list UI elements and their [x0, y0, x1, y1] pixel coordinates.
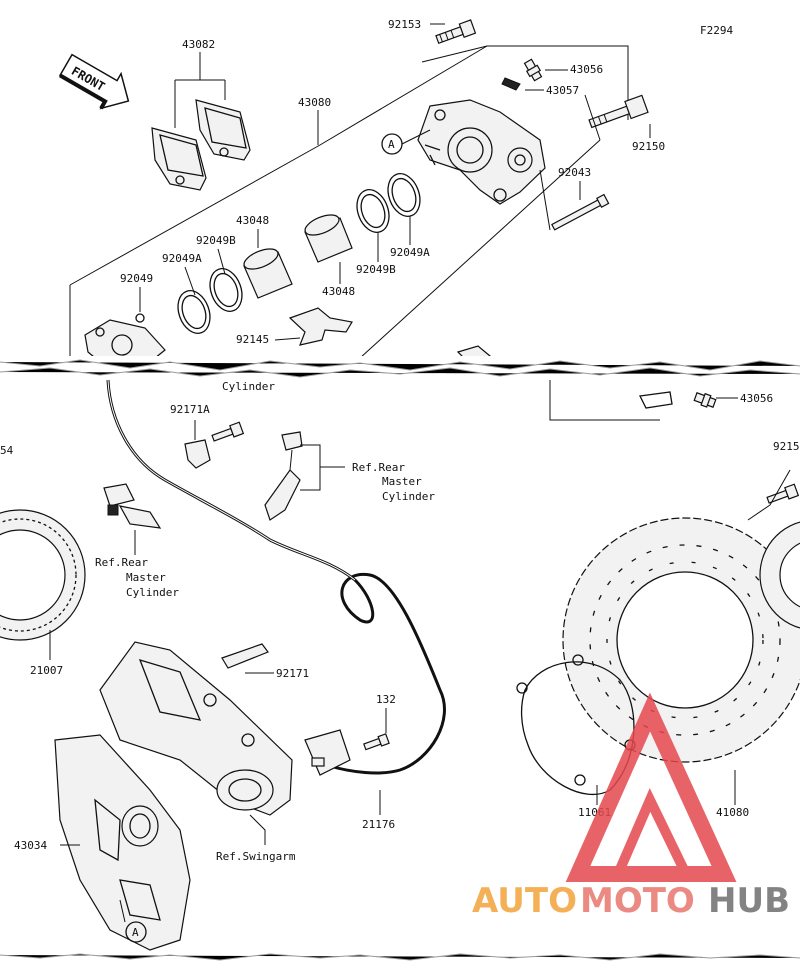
- abs-sensor-ring-icon: [0, 509, 86, 641]
- watermark-moto: MOTO: [580, 881, 695, 921]
- label-21007: 21007: [30, 664, 63, 677]
- label-41080: 41080: [716, 806, 749, 819]
- scan-noise-band: [0, 356, 800, 380]
- label-92145: 92145: [236, 333, 269, 346]
- label-92171a: 92171A: [170, 403, 210, 416]
- label-92150: 92150: [632, 140, 665, 153]
- callout-a-bottom: [125, 921, 147, 943]
- watermark-hub: HUB: [708, 881, 790, 921]
- label-43048-left: 43048: [236, 214, 269, 227]
- master-cylinder-bracket-icon: [264, 431, 303, 521]
- bolt-icon: [435, 19, 477, 45]
- bleed-valve-icon: [523, 58, 543, 82]
- caliper-fragment-icon: [639, 391, 673, 409]
- washer-icon: [135, 313, 145, 323]
- label-92171: 92171: [276, 667, 309, 680]
- front-arrow-icon: FRONT: [58, 53, 130, 110]
- piston-icon: [304, 214, 353, 263]
- scan-noise-bottom: [0, 953, 800, 961]
- caliper-guard-icon: [54, 734, 191, 951]
- caliper-half-icon: [84, 319, 166, 363]
- label-43048-right: 43048: [322, 285, 355, 298]
- brake-disc-icon: [562, 517, 800, 763]
- automotohub-watermark: AUTO MOTO HUB: [472, 692, 790, 921]
- label-43080: 43080: [298, 96, 331, 109]
- label-43082: 43082: [182, 38, 215, 51]
- label-43057: 43057: [546, 84, 579, 97]
- ref-swingarm: Ref.Swingarm: [216, 850, 296, 863]
- label-92049a-left: 92049A: [162, 252, 202, 265]
- diagram-code: F2294: [700, 24, 733, 37]
- caliper-body-icon: [417, 99, 546, 205]
- ref-rear-master-left-2: Master: [126, 571, 166, 584]
- brake-pad-icon: [151, 99, 251, 191]
- hose-clip-icon: [184, 439, 211, 469]
- label-92043: 92043: [558, 166, 591, 179]
- cap-icon: [501, 77, 521, 91]
- label-92153-top: 92153: [388, 18, 421, 31]
- ref-rear-master-right-1: Ref.Rear: [352, 461, 405, 474]
- label-132: 132: [376, 693, 396, 706]
- caliper-bracket-icon: [99, 641, 293, 816]
- abs-sensor-icon: [304, 729, 351, 776]
- bleed-valve-mid-icon: [693, 392, 717, 408]
- callout-a-top-text: A: [388, 138, 395, 151]
- callout-a-bottom-text: A: [132, 926, 139, 939]
- label-92049b-left: 92049B: [196, 234, 236, 247]
- master-cylinder-fitting-icon: [103, 483, 162, 529]
- label-9215-cut: 9215: [773, 440, 800, 453]
- label-92049b-right: 92049B: [356, 263, 396, 276]
- label-54-cut: 54: [0, 444, 14, 457]
- label-21176: 21176: [362, 818, 395, 831]
- seal-ring-icon: [356, 173, 421, 233]
- ref-rear-master-left-3: Cylinder: [126, 586, 179, 599]
- ref-cylinder-cut: Cylinder: [222, 380, 275, 393]
- hose-clamp-icon: [221, 643, 269, 669]
- clip-bolt-icon: [211, 421, 245, 442]
- label-92049a-right: 92049A: [390, 246, 430, 259]
- seal-ring-left-icon: [177, 268, 243, 334]
- ref-rear-master-right-2: Master: [382, 475, 422, 488]
- pad-pin-icon: [551, 193, 610, 231]
- ref-rear-master-left-1: Ref.Rear: [95, 556, 148, 569]
- sensor-bolt-icon: [363, 733, 390, 751]
- label-43056-top: 43056: [570, 63, 603, 76]
- piston-left-icon: [243, 248, 293, 299]
- label-43034: 43034: [14, 839, 47, 852]
- pad-spring-icon: [288, 307, 353, 346]
- ref-rear-master-right-3: Cylinder: [382, 490, 435, 503]
- watermark-auto: AUTO: [472, 881, 577, 921]
- label-43056-mid: 43056: [740, 392, 773, 405]
- slide-bolt-icon: [588, 94, 649, 129]
- label-92049: 92049: [120, 272, 153, 285]
- abs-ring-right-icon: [759, 521, 800, 629]
